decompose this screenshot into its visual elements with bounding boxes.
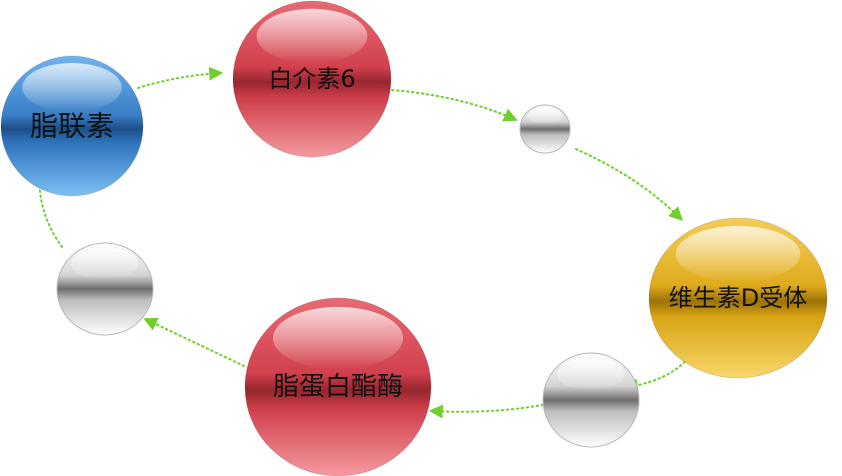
- node-gray2: [542, 352, 640, 448]
- sphere-highlight: [527, 107, 563, 125]
- sphere-highlight: [557, 357, 625, 391]
- node-il6: 白介素6: [232, 0, 392, 158]
- node-label-il6: 白介素6: [268, 65, 355, 93]
- node-gray1: [519, 104, 571, 154]
- arrow-lipase-to-gray3: [143, 317, 245, 367]
- sphere-highlight: [675, 226, 801, 282]
- arrow-gray1-to-vdr: [575, 148, 683, 221]
- arrow-gray2-to-lipase: [428, 404, 544, 419]
- node-adiponectin: 脂联素: [0, 55, 144, 197]
- sphere-highlight: [272, 306, 404, 370]
- arrow-adiponectin-to-il6: [137, 66, 224, 89]
- node-vdr: 维生素D受体: [648, 217, 828, 379]
- node-label-adiponectin: 脂联素: [30, 110, 114, 143]
- node-gray3: [56, 242, 154, 336]
- sphere-highlight: [71, 247, 139, 280]
- connectors: [31, 66, 689, 419]
- arrow-vdr-to-gray2: [623, 357, 689, 393]
- node-label-vdr: 维生素D受体: [669, 284, 807, 312]
- node-lipase: 脂蛋白酯酶: [244, 297, 432, 476]
- arrow-il6-to-gray1: [391, 89, 518, 122]
- node-label-lipase: 脂蛋白酯酶: [273, 372, 403, 402]
- sphere-highlight: [22, 63, 122, 112]
- sphere-highlight: [256, 8, 368, 64]
